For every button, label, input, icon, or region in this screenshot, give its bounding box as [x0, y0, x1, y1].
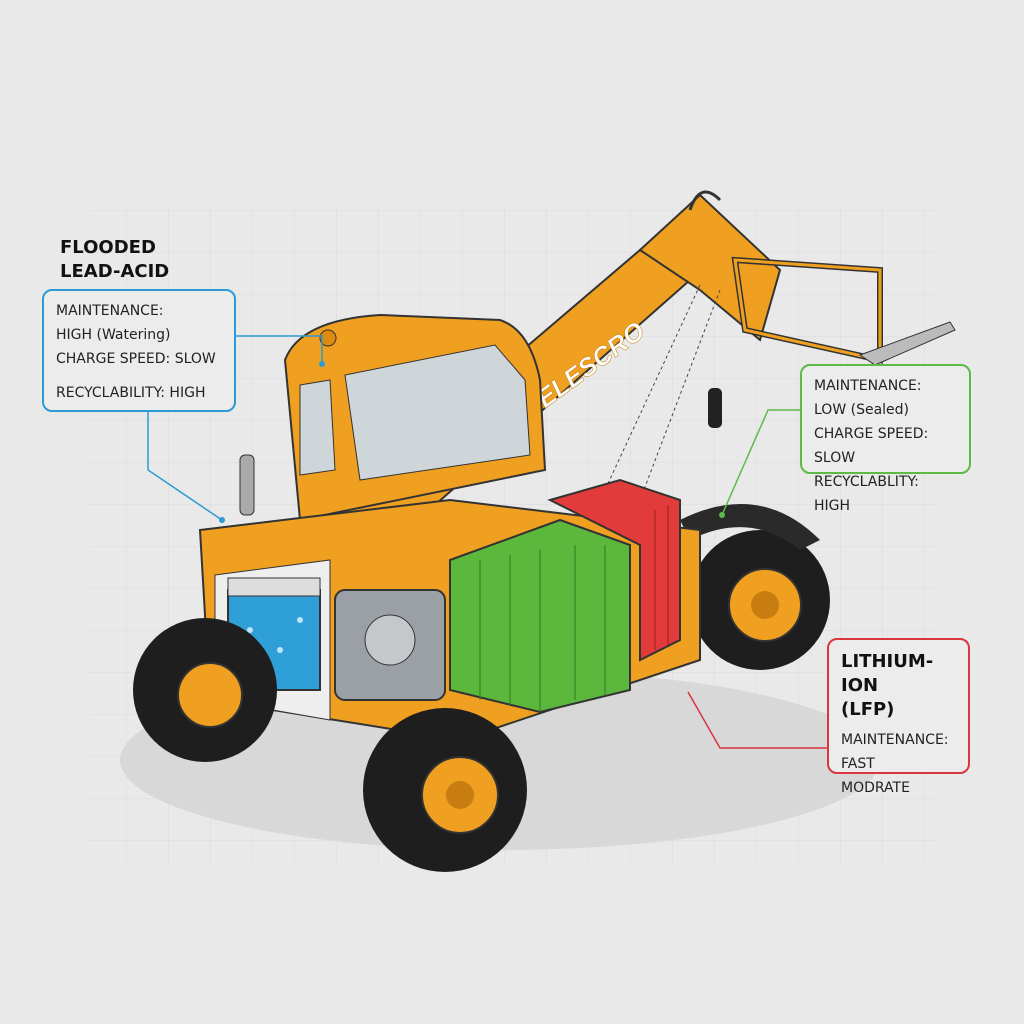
sealed-callout: MAINTENANCE: LOW (Sealed) CHARGE SPEED: … [800, 364, 971, 514]
red-battery-cells [547, 478, 681, 662]
sealed-leader-line [721, 409, 800, 516]
charge-value: FAST [841, 756, 875, 772]
maintenance-label: MAINTENANCE: [814, 378, 922, 394]
engine [334, 589, 446, 701]
lead-acid-callout: MAINTENANCE: HIGH (Watering) CHARGE SPEE… [42, 289, 236, 412]
charge-speed: CHARGE SPEED: SLOW [814, 426, 929, 466]
maintenance-label: MAINTENANCE: [56, 303, 164, 319]
fender [680, 504, 820, 550]
lead-acid-title: FLOODED LEAD-ACID [60, 236, 169, 284]
rear-right-wheel [690, 530, 830, 670]
lead-acid-title-line2: LEAD-ACID [60, 261, 170, 282]
maintenance-value: HIGH (Watering) [56, 327, 171, 343]
lithium-callout: LITHIUM-ION (LFP) MAINTENANCE: FAST MODR… [827, 638, 970, 796]
exhaust-pipe [239, 454, 255, 516]
lead-acid-leader-line [147, 412, 223, 521]
charge-speed: CHARGE SPEED: SLOW [56, 351, 216, 367]
cab [283, 313, 547, 522]
mirror [708, 388, 722, 428]
recyclability: RECYCLABLITY: HIGH [814, 474, 919, 514]
lead-acid-title-line1: FLOODED [60, 237, 156, 258]
lithium-title-line2: (LFP) [841, 699, 895, 720]
maintenance-label: MAINTENANCE: [841, 732, 949, 748]
recyclability-value: MODRATE [841, 780, 910, 796]
front-left-wheel [133, 618, 277, 762]
lithium-title-line1: LITHIUM-ION [841, 651, 934, 696]
lithium-title: LITHIUM-ION (LFP) [841, 650, 956, 722]
front-right-wheel [363, 708, 527, 872]
maintenance-value: LOW (Sealed) [814, 402, 910, 418]
green-battery-cells [449, 518, 631, 714]
lithium-leader-line [687, 691, 827, 749]
recyclability: RECYCLABILITY: HIGH [56, 385, 206, 401]
lead-acid-leader-line-2 [236, 335, 323, 362]
